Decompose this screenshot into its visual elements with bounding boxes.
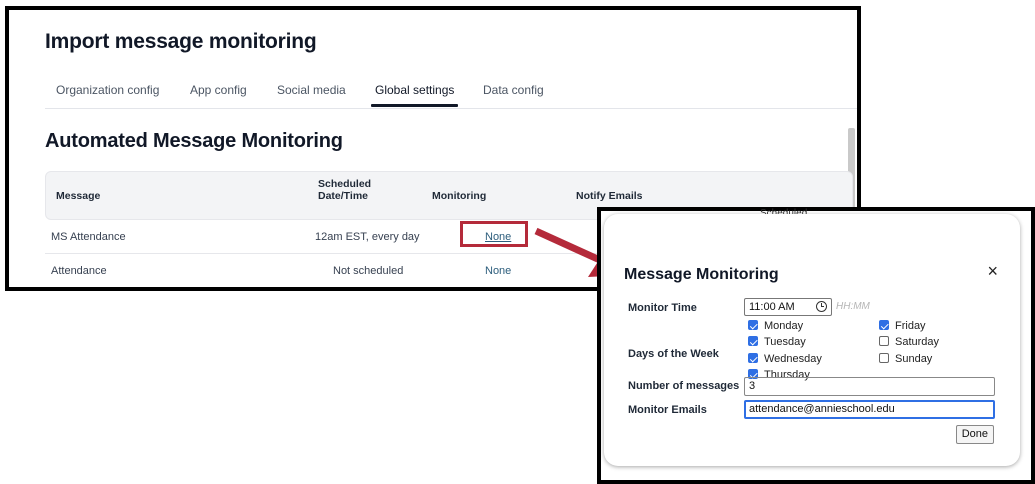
tab-organization-config[interactable]: Organization config [56, 83, 160, 97]
monitor-emails-label: Monitor Emails [628, 404, 707, 416]
header-monitoring: Monitoring [432, 190, 487, 202]
checkbox-checked-icon[interactable] [748, 353, 758, 363]
table-row: MS Attendance 12am EST, every day None [45, 220, 853, 254]
page-title: Import message monitoring [45, 30, 317, 53]
checkbox-unchecked-icon[interactable] [879, 353, 889, 363]
monitor-emails-input[interactable]: attendance@annieschool.edu [744, 400, 995, 419]
checkbox-wednesday[interactable]: Wednesday [748, 353, 822, 365]
checkbox-checked-icon[interactable] [879, 320, 889, 330]
checkbox-friday[interactable]: Friday [879, 320, 926, 332]
monitor-time-label: Monitor Time [628, 302, 697, 314]
cell-scheduled: Not scheduled [333, 265, 404, 277]
number-of-messages-label: Number of messages [628, 380, 740, 392]
monitor-time-input[interactable]: 11:00 AM [744, 298, 832, 316]
checkbox-checked-icon[interactable] [748, 320, 758, 330]
checkbox-thursday[interactable]: Thursday [748, 369, 810, 381]
checkbox-checked-icon[interactable] [748, 369, 758, 379]
monitoring-link[interactable]: None [485, 231, 512, 243]
tab-global-settings[interactable]: Global settings [370, 83, 459, 107]
tab-data-config[interactable]: Data config [483, 83, 544, 97]
tab-social-media[interactable]: Social media [277, 83, 346, 97]
time-format-hint: HH:MM [836, 301, 870, 312]
close-icon[interactable]: × [987, 261, 998, 281]
clock-icon[interactable] [816, 301, 827, 312]
done-button[interactable]: Done [955, 425, 994, 444]
modal-peek-text: Scheduled [760, 208, 807, 219]
main-window: Import message monitoring Organization c… [5, 6, 861, 291]
tab-app-config[interactable]: App config [190, 83, 247, 97]
checkbox-monday[interactable]: Monday [748, 320, 803, 332]
checkbox-unchecked-icon[interactable] [879, 336, 889, 346]
monitor-time-value: 11:00 AM [749, 301, 795, 313]
cell-message: Attendance [51, 265, 107, 277]
table-header: Message Scheduled Date/Time Monitoring N… [45, 171, 853, 220]
dialog-title: Message Monitoring [624, 266, 779, 283]
section-title: Automated Message Monitoring [45, 130, 343, 152]
cell-scheduled: 12am EST, every day [315, 231, 420, 243]
checkbox-sunday[interactable]: Sunday [879, 353, 932, 365]
header-message: Message [56, 190, 101, 202]
header-scheduled: Scheduled Date/Time [318, 178, 372, 202]
highlight-annotation [460, 221, 528, 247]
monitoring-link[interactable]: None [485, 265, 512, 277]
checkbox-saturday[interactable]: Saturday [879, 336, 939, 348]
checkbox-checked-icon[interactable] [748, 336, 758, 346]
number-of-messages-input[interactable]: 3 [744, 377, 995, 396]
cell-message: MS Attendance [51, 231, 126, 243]
days-of-week-label: Days of the Week [628, 348, 719, 360]
table-row: Attendance Not scheduled None [45, 254, 853, 287]
checkbox-tuesday[interactable]: Tuesday [748, 336, 806, 348]
message-monitoring-dialog: Message Monitoring × Monitor Time 11:00 … [604, 214, 1020, 466]
tab-bar: Organization config App config Social me… [45, 83, 857, 109]
header-notify-emails: Notify Emails [576, 190, 643, 202]
